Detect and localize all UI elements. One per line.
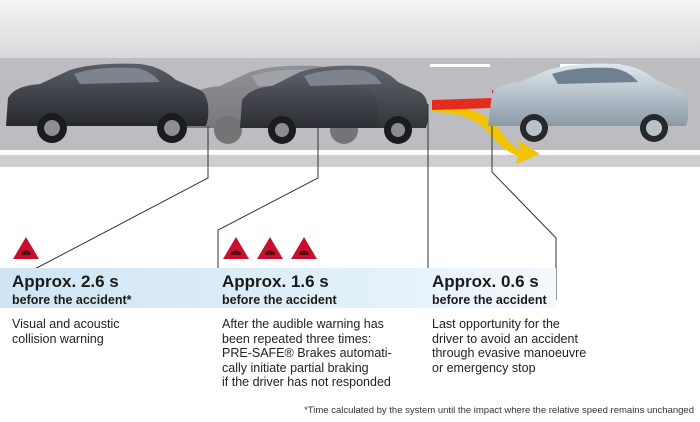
description-line: been repeated three times: [222, 331, 372, 346]
car-dark-1 [6, 63, 209, 143]
warning-icons [222, 236, 392, 264]
stage-time: Approx. 2.6 s [12, 272, 119, 291]
car-window [304, 69, 382, 86]
footnote: *Time calculated by the system until the… [304, 405, 694, 416]
stage-description: Last opportunity for the driver to avoid… [432, 317, 586, 375]
stage-1: Approx. 2.6 s before the accident* Visua… [12, 236, 131, 346]
evasive-arrow-yellow [432, 104, 540, 164]
warning-icons [432, 236, 586, 264]
timeline-band [0, 268, 556, 308]
stage-2: Approx. 1.6 s before the accident After … [222, 236, 392, 390]
description-line: Visual and acoustic [12, 317, 120, 331]
stage-subtitle: before the accident [222, 293, 337, 307]
car-body [240, 65, 429, 128]
car-wheel-rim [391, 123, 405, 137]
car-wheel-rim [646, 120, 662, 136]
description-line: collision warning [12, 331, 104, 346]
car-wheel-rim [164, 120, 180, 136]
leader-line-4 [491, 126, 557, 300]
sky-haze [0, 0, 700, 60]
stage-description: Visual and acoustic collision warning [12, 317, 131, 346]
leader-line-2 [217, 126, 319, 282]
stage-description: After the audible warning has been repea… [222, 317, 392, 390]
description-line: through evasive manoeuvre [432, 346, 587, 360]
description-line: driver to avoid an accident [432, 331, 578, 346]
car-window [552, 67, 638, 84]
description-line: if the driver has not responded [222, 375, 391, 389]
warning-icons [12, 236, 131, 264]
description-line: After the audible warning has [222, 317, 384, 331]
warning-triangle-icon [223, 237, 249, 259]
car-wheel-rim [44, 120, 60, 136]
road-center-dash [430, 64, 490, 67]
description-line: Last opportunity for the [432, 317, 560, 331]
description-line: cally initiate partial braking [222, 360, 369, 375]
leader-lines [9, 104, 557, 300]
warning-triangle-icon [257, 237, 283, 259]
stage-3: Approx. 0.6 s before the accident Last o… [432, 236, 586, 375]
car-dark-3 [240, 65, 429, 144]
warning-triangle-icon [13, 237, 39, 259]
car-wheel-rim [275, 123, 289, 137]
stage-subtitle: before the accident* [12, 293, 132, 307]
description-line: PRE-SAFE® Brakes automati- [222, 346, 392, 360]
stage-time: Approx. 1.6 s [222, 272, 329, 291]
car-body [488, 63, 689, 126]
car-wheel [214, 116, 242, 144]
description-line: or emergency stop [432, 360, 536, 375]
car-silver [488, 63, 689, 142]
car-window [74, 67, 160, 84]
stage-subtitle: before the accident [432, 293, 547, 307]
car-wheel-rim [526, 120, 542, 136]
road-scene [0, 0, 700, 167]
leader-line-1 [9, 126, 209, 283]
stage-time: Approx. 0.6 s [432, 272, 539, 291]
road-edge-line [0, 150, 700, 155]
car-body [6, 63, 209, 126]
warning-triangle-icon [291, 237, 317, 259]
